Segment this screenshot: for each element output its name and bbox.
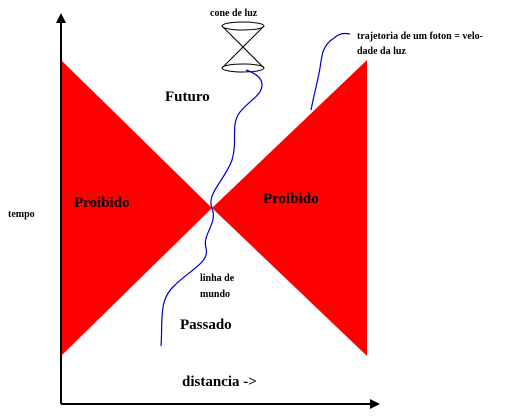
forbidden-region-right <box>212 60 367 356</box>
photon-label-line2: dade da luz <box>357 46 406 57</box>
forbidden-label-right: Proibido <box>263 191 319 207</box>
forbidden-region-left <box>61 60 212 356</box>
past-label: Passado <box>180 317 232 333</box>
light-cone-icon <box>221 21 265 73</box>
world-line <box>160 69 263 347</box>
y-axis-label: tempo <box>8 209 35 220</box>
future-label: Futuro <box>165 89 210 105</box>
light-cone-label: cone de luz <box>210 8 258 19</box>
photon-trajectory <box>310 32 351 111</box>
x-axis-label: distancia -> <box>182 374 257 390</box>
forbidden-label-left: Proibido <box>74 195 130 211</box>
world-line-label-line1: linha de <box>200 273 235 284</box>
world-line-label-line2: mundo <box>200 289 230 300</box>
photon-label-line1: trajetoria de um foton = velo- <box>357 31 483 42</box>
